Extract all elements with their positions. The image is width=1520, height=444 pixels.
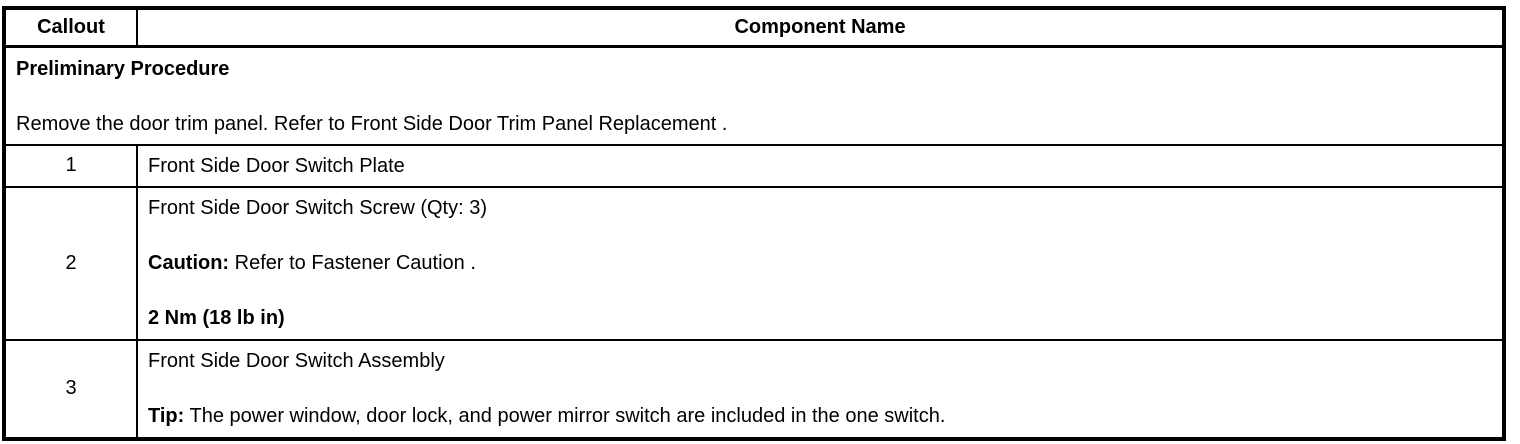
tip-note: Tip: The power window, door lock, and po… [148, 402, 1492, 430]
table-row: 3 Front Side Door Switch Assembly Tip: T… [3, 338, 1505, 440]
header-component-name: Component Name [136, 7, 1505, 48]
component-name-text: Front Side Door Switch Assembly [148, 349, 445, 372]
component-name-text: Front Side Door Switch Plate [148, 154, 405, 177]
caution-label: Caution: [148, 251, 230, 274]
callout-number: 1 [3, 143, 138, 188]
preliminary-procedure-row: Preliminary Procedure Remove the door tr… [3, 45, 1505, 146]
preliminary-procedure-title: Preliminary Procedure [16, 57, 230, 80]
torque-spec: 2 Nm (18 lb in) [148, 306, 285, 329]
tip-text: The power window, door lock, and power m… [184, 404, 946, 427]
component-name-text: Front Side Door Switch Screw (Qty: 3) [148, 196, 487, 219]
callout-number: 3 [3, 338, 138, 440]
table-row: 2 Front Side Door Switch Screw (Qty: 3) … [3, 185, 1505, 341]
preliminary-procedure-instruction: Remove the door trim panel. Refer to Fro… [16, 112, 728, 135]
component-callout-table: Callout Component Name Preliminary Proce… [2, 6, 1506, 441]
caution-note: Caution: Refer to Fastener Caution . [148, 249, 1492, 277]
header-callout: Callout [3, 7, 138, 48]
component-cell: Front Side Door Switch Assembly Tip: The… [136, 338, 1505, 440]
callout-number: 2 [3, 185, 138, 341]
table-row: 1 Front Side Door Switch Plate [3, 143, 1505, 188]
preliminary-procedure-cell: Preliminary Procedure Remove the door tr… [3, 45, 1505, 146]
component-cell: Front Side Door Switch Screw (Qty: 3) Ca… [136, 185, 1505, 341]
caution-text: Refer to Fastener Caution . [229, 251, 476, 274]
component-cell: Front Side Door Switch Plate [136, 143, 1505, 188]
tip-label: Tip: [148, 404, 185, 427]
table-header-row: Callout Component Name [3, 7, 1505, 48]
